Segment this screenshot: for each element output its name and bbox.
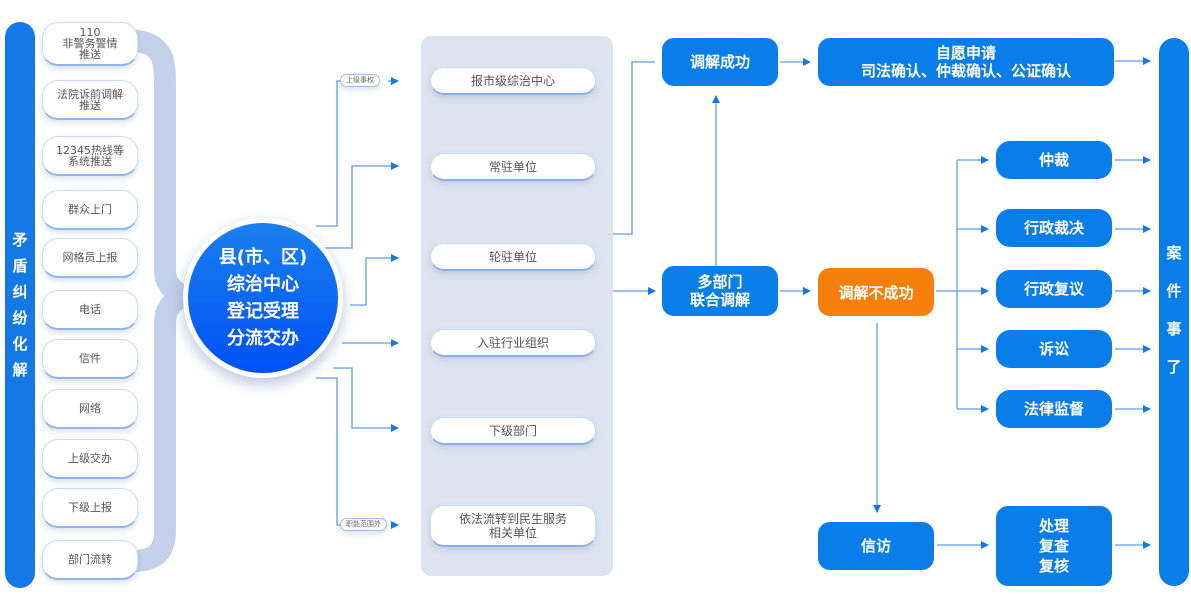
source-phone[interactable]: 电话 (42, 290, 138, 330)
joint-mediation[interactable]: 多部门 联合调解 (662, 266, 778, 316)
outcome-legal-supervision[interactable]: 法律监督 (996, 390, 1112, 428)
source-dept-transfer[interactable]: 部门流转 (42, 540, 138, 580)
wire-resident (320, 162, 399, 249)
dispute-resolution-title: 矛盾纠纷化解 (5, 227, 35, 383)
wire-panel-success (613, 61, 655, 235)
outcome-admin-review[interactable]: 行政复议 (996, 270, 1112, 308)
title-char: 事 (1166, 320, 1182, 338)
case-closed-title: 案件事了 (1159, 234, 1189, 386)
mid-rotating-unit[interactable]: 轮驻单位 (430, 243, 596, 271)
wire-rotating (350, 254, 399, 306)
source-grid-member[interactable]: 网格员上报 (42, 238, 138, 278)
mediation-success[interactable]: 调解成功 (662, 38, 778, 86)
title-char: 盾 (12, 257, 28, 275)
voluntary-confirmation[interactable]: 自愿申请 司法确认、仲裁确认、公证确认 (818, 38, 1114, 86)
wire-upper (316, 80, 340, 227)
title-char: 件 (1166, 282, 1182, 300)
source-walk-in[interactable]: 群众上门 (42, 190, 138, 230)
case-closed-bar: 案件事了 (1159, 38, 1189, 586)
outcome-admin-ruling[interactable]: 行政裁决 (996, 209, 1112, 247)
mid-city-center[interactable]: 报市级综治中心 (430, 67, 596, 95)
petition-box[interactable]: 信访 (818, 522, 934, 570)
source-court[interactable]: 法院诉前调解 推送 (42, 80, 138, 120)
dispute-resolution-bar: 矛盾纠纷化解 (5, 22, 35, 588)
source-network[interactable]: 网络 (42, 389, 138, 429)
source-upper-assigned[interactable]: 上级交办 (42, 439, 138, 479)
title-char: 矛 (12, 231, 28, 249)
tag-upper-authority: 上级事权 (340, 74, 380, 87)
handling-review-box[interactable]: 处理 复查 复核 (996, 506, 1112, 586)
title-char: 纠 (12, 283, 28, 301)
source-letter[interactable]: 信件 (42, 339, 138, 379)
title-char: 化 (12, 335, 28, 353)
county-center-hub[interactable]: 县(市、区) 综治中心 登记受理 分流交办 (183, 218, 343, 378)
dispatch-panel (421, 36, 613, 576)
title-char: 了 (1166, 358, 1182, 376)
mid-resident-unit[interactable]: 常驻单位 (430, 153, 596, 181)
mid-lower-dept[interactable]: 下级部门 (430, 417, 596, 445)
outcome-litigation[interactable]: 诉讼 (996, 330, 1112, 368)
mid-industry-org[interactable]: 入驻行业组织 (430, 329, 596, 357)
outcome-arbitration[interactable]: 仲裁 (996, 141, 1112, 179)
title-char: 解 (12, 361, 28, 379)
source-lower-reported[interactable]: 下级上报 (42, 488, 138, 528)
mediation-failed[interactable]: 调解不成功 (818, 268, 934, 316)
source-hotline[interactable]: 12345热线等 系统推送 (42, 136, 138, 176)
wire-lower (333, 367, 399, 432)
title-char: 纷 (12, 309, 28, 327)
title-char: 案 (1166, 244, 1182, 262)
mid-livelihood-units[interactable]: 依法流转到民生服务 相关单位 (430, 505, 596, 547)
source-110[interactable]: 110 非警务警情 推送 (42, 22, 138, 66)
tag-outside-scope: 职能范围外 (340, 518, 387, 531)
wire-outside (316, 377, 340, 526)
brace-shape (117, 29, 208, 573)
